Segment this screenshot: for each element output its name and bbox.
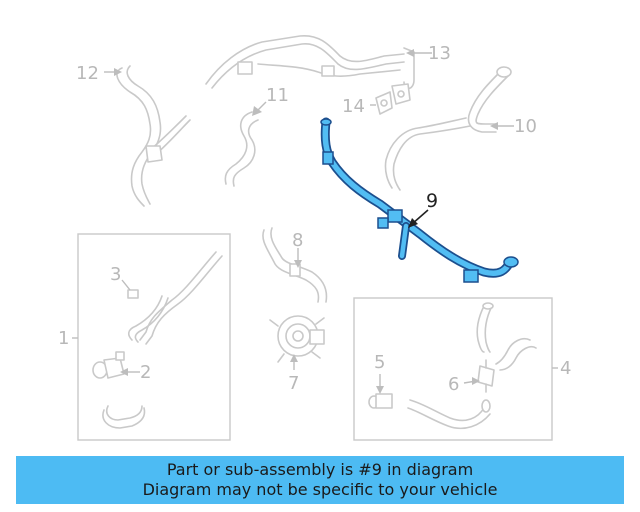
callout-11: 11 [266, 85, 289, 106]
callout-14: 14 [342, 96, 365, 117]
part-14-bracket[interactable] [375, 83, 411, 115]
part-10-hose[interactable] [384, 66, 512, 191]
banner-line-2: Diagram may not be specific to your vehi… [142, 480, 498, 499]
callout-9: 9 [426, 190, 438, 212]
part-12-hose[interactable] [116, 65, 191, 207]
group-1-parts[interactable] [92, 251, 223, 429]
info-banner: Part or sub-assembly is #9 in diagram Di… [16, 456, 624, 504]
banner-line-1: Part or sub-assembly is #9 in diagram [166, 460, 474, 479]
part-7-water-pump[interactable] [269, 315, 325, 363]
callout-4: 4 [560, 358, 571, 379]
group-4-box [353, 297, 553, 441]
callout-3: 3 [110, 264, 121, 285]
part-11-hose[interactable] [224, 111, 259, 187]
callout-6: 6 [448, 374, 459, 395]
group-1-box [77, 233, 231, 441]
callout-8: 8 [292, 230, 303, 251]
part-8-hose[interactable] [262, 227, 328, 303]
callout-7: 7 [288, 373, 299, 394]
parts-diagram: 12 13 14 11 10 9 8 7 1 2 3 4 5 6 [58, 35, 571, 441]
callout-2: 2 [140, 362, 151, 383]
callout-1: 1 [58, 328, 69, 349]
group-4-parts[interactable] [368, 302, 537, 430]
callout-12: 12 [76, 63, 99, 84]
callout-5: 5 [374, 352, 385, 373]
part-9-coolant-pipe[interactable] [320, 117, 519, 283]
part-13-tube[interactable] [205, 35, 415, 90]
callout-leaders [72, 49, 558, 394]
callout-10: 10 [514, 116, 537, 137]
callout-13: 13 [428, 43, 451, 64]
